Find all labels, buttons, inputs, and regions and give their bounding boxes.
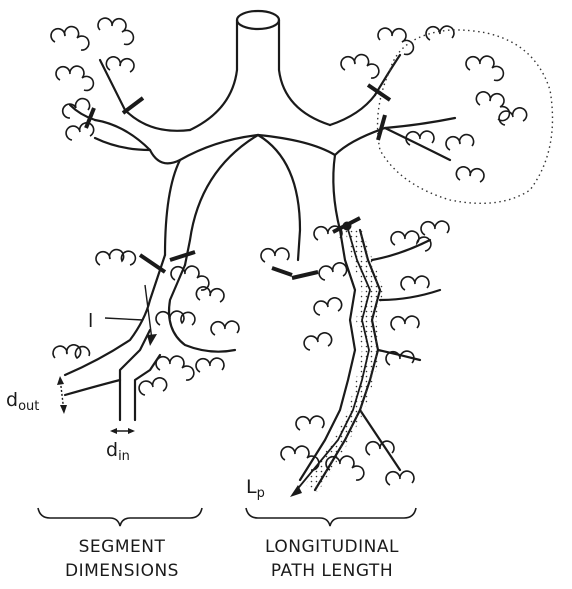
left-segment-wall-b [169, 265, 235, 352]
right-upper-branch-2 [385, 118, 455, 128]
cut-marker-right-mid-2 [292, 272, 318, 278]
cut-marker-right-mid-1 [272, 268, 292, 275]
label-lp: Lp [246, 476, 265, 501]
trachea-opening [237, 11, 279, 29]
right-lower-outer [333, 155, 340, 230]
label-dout: dout [6, 389, 39, 414]
left-main-bronchus-upper-wall [125, 110, 190, 131]
din-arrow-right [128, 428, 135, 434]
caption-segment: SEGMENT [79, 537, 166, 557]
right-lower-inner [258, 135, 300, 260]
caption-path-length: PATH LENGTH [271, 561, 393, 581]
right-caption-brace [246, 508, 416, 526]
cut-markers [86, 85, 390, 278]
right-path-side-branch-2 [380, 290, 440, 300]
caption-dimensions: DIMENSIONS [65, 561, 179, 581]
caption-longitudinal: LONGITUDINAL [265, 537, 399, 557]
left-caption-brace [38, 508, 202, 526]
dout-arrow-bottom [60, 405, 67, 414]
cut-marker-left-upper [123, 98, 143, 113]
left-main-bronchus-lower-wall [95, 120, 258, 163]
left-segment-wall-a [65, 255, 165, 375]
right-path-side-branch-1 [372, 240, 430, 260]
right-path-side-branch-4 [360, 410, 400, 470]
left-lower-bronchus-outer [165, 160, 180, 255]
label-l: l [88, 310, 93, 332]
label-din: din [106, 439, 130, 464]
right-main-bronchus-upper-wall [330, 95, 375, 125]
trachea-wall-left [190, 20, 237, 130]
airway-tree [65, 11, 455, 490]
left-segment-wall-e [65, 380, 120, 395]
trachea-wall-right [279, 20, 330, 125]
l-arrow-head [147, 334, 157, 346]
l-leader-line [105, 318, 143, 320]
dout-arrow-top [57, 376, 64, 385]
cut-marker-left-lower-2 [170, 252, 195, 260]
dimension-annotations [57, 285, 157, 434]
din-arrow-left [110, 428, 117, 434]
alveoli-clusters [51, 18, 527, 485]
left-upper-branch-3 [95, 138, 150, 150]
left-main-bronchus-inner [185, 135, 258, 265]
left-upper-branch-1 [100, 60, 125, 110]
